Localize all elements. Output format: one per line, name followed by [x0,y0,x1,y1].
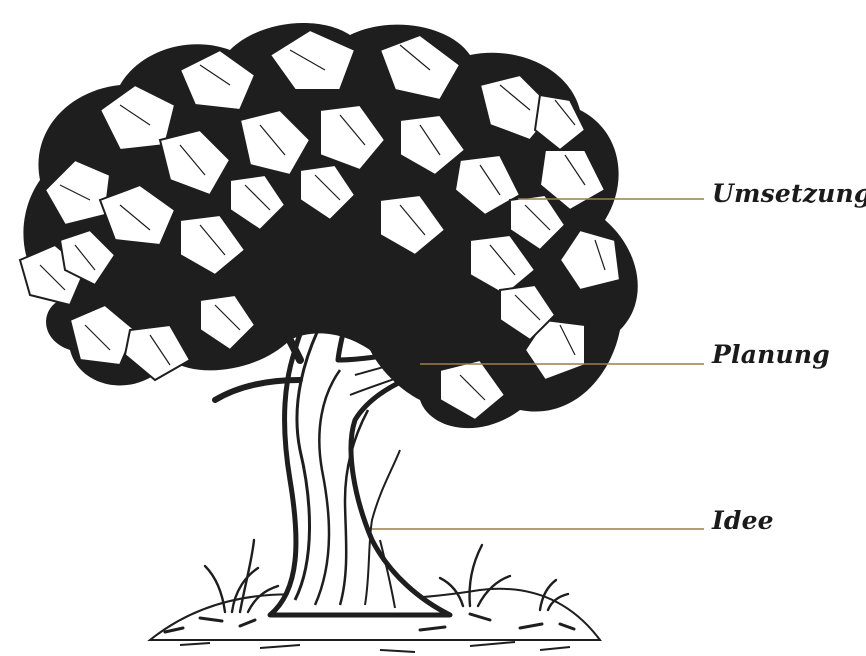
label-umsetzung: Umsetzung [712,181,866,206]
label-idee: Idee [712,508,774,533]
label-planung: Planung [712,342,830,367]
